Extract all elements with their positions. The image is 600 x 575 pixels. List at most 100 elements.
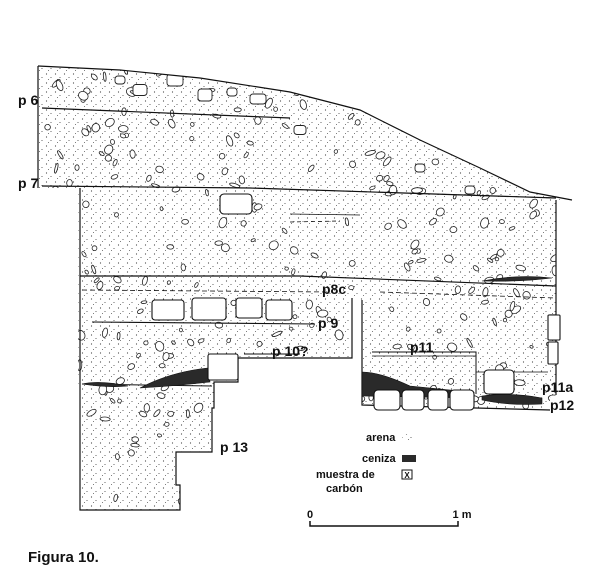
- gravel-clast: [410, 239, 420, 250]
- gravel-clast: [369, 185, 376, 191]
- gravel-clast: [81, 251, 87, 258]
- gravel-clast: [509, 300, 516, 312]
- gravel-clast: [256, 340, 263, 347]
- gravel-clast: [431, 158, 440, 166]
- label-p8c: p8c: [322, 281, 346, 297]
- gravel-clast: [281, 227, 288, 234]
- gravel-clast: [115, 377, 125, 385]
- gravel-clast: [110, 174, 119, 180]
- gravel-clast: [235, 415, 244, 421]
- gravel-clast: [326, 316, 332, 323]
- gravel-clast: [243, 151, 249, 159]
- gravel-clast: [400, 411, 410, 418]
- gravel-clast: [528, 167, 534, 178]
- gravel-clast: [288, 326, 294, 331]
- gravel-clast: [178, 327, 183, 333]
- legend-muestra-line1: muestra de: [316, 469, 375, 481]
- legend: arena ceniza muestra de carbón X: [316, 432, 416, 495]
- gravel-clast: [422, 298, 431, 306]
- gravel-clast: [139, 410, 148, 418]
- gravel-clast: [349, 160, 357, 168]
- gravel-clast: [153, 409, 161, 418]
- gravel-clast: [423, 124, 430, 132]
- gravel-clast: [276, 428, 284, 437]
- gravel-clast: [499, 219, 505, 225]
- gravel-clast: [333, 149, 339, 154]
- gravel-clast: [99, 416, 111, 422]
- gravel-clast: [527, 107, 534, 112]
- label-p10: p 10?: [272, 343, 309, 359]
- gravel-clast: [86, 408, 97, 417]
- gravel-clast: [405, 73, 411, 79]
- gravel-clast: [190, 122, 195, 127]
- gravel-clast: [271, 330, 283, 337]
- gravel-clast: [104, 117, 115, 128]
- gravel-clast: [281, 123, 289, 129]
- gravel-clast: [405, 326, 411, 332]
- gravel-clast: [546, 68, 552, 76]
- label-p11a: p11a: [542, 379, 573, 395]
- gravel-clast: [38, 204, 45, 213]
- gravel-clast: [196, 173, 205, 181]
- gravel-clast: [293, 78, 302, 87]
- gravel-clast: [84, 269, 89, 275]
- gravel-clast: [193, 402, 204, 413]
- gravel-clast: [239, 369, 250, 375]
- gravel-clast: [167, 410, 175, 417]
- gravel-clast: [221, 402, 231, 410]
- gravel-clast: [229, 182, 241, 188]
- gravel-clast: [407, 343, 415, 351]
- gravel-clast: [91, 245, 98, 252]
- cobble: [132, 84, 148, 96]
- gravel-clast: [508, 226, 516, 231]
- gravel-clast: [418, 495, 426, 501]
- gravel-clast: [39, 225, 48, 232]
- gravel-clast: [382, 156, 392, 167]
- gravel-clast: [551, 265, 559, 277]
- gravel-clast: [127, 363, 136, 370]
- gravel-clast: [82, 200, 90, 208]
- gravel-clast: [304, 82, 311, 89]
- gravel-clast: [90, 73, 98, 81]
- gravel-clast: [233, 107, 242, 113]
- gravel-clast: [240, 395, 247, 406]
- gravel-clast: [515, 141, 522, 147]
- gravel-clast: [415, 113, 425, 122]
- gravel-clast: [489, 428, 498, 436]
- legend-charcoal-swatch: [401, 469, 413, 480]
- gravel-clast: [66, 179, 73, 187]
- gravel-clast: [403, 262, 411, 272]
- gravel-clast: [288, 426, 293, 432]
- gravel-clast: [114, 453, 120, 460]
- gravel-clast: [481, 299, 489, 305]
- label-p11: p11: [410, 339, 434, 355]
- gravel-clast: [113, 276, 122, 284]
- gravel-clast: [171, 340, 176, 345]
- gravel-clast: [484, 423, 490, 427]
- gravel-clast: [114, 212, 119, 218]
- gravel-clast: [162, 352, 170, 361]
- gravel-clast: [116, 331, 121, 341]
- legend-ceniza-label: ceniza: [362, 453, 397, 465]
- gravel-clast: [466, 337, 473, 348]
- gravel-clast: [511, 117, 521, 126]
- gravel-clast: [119, 133, 127, 139]
- gravel-clast: [471, 145, 477, 154]
- gravel-clast: [55, 80, 64, 92]
- gravel-clast: [104, 154, 112, 162]
- gravel-clast: [310, 252, 319, 259]
- cobble: [226, 87, 238, 97]
- gravel-clast: [472, 265, 480, 272]
- gravel-clast: [131, 436, 139, 443]
- gravel-clast: [459, 90, 465, 100]
- gravel-clast: [187, 338, 195, 347]
- layer-boundaries: [41, 107, 557, 394]
- gravel-clast: [102, 71, 107, 82]
- gravel-clast: [273, 68, 281, 76]
- gravel-clast: [129, 149, 136, 159]
- gravel-clast: [276, 448, 283, 454]
- gravel-clast: [376, 174, 384, 182]
- gravel-clast: [429, 218, 437, 226]
- gravel-clast: [102, 327, 108, 338]
